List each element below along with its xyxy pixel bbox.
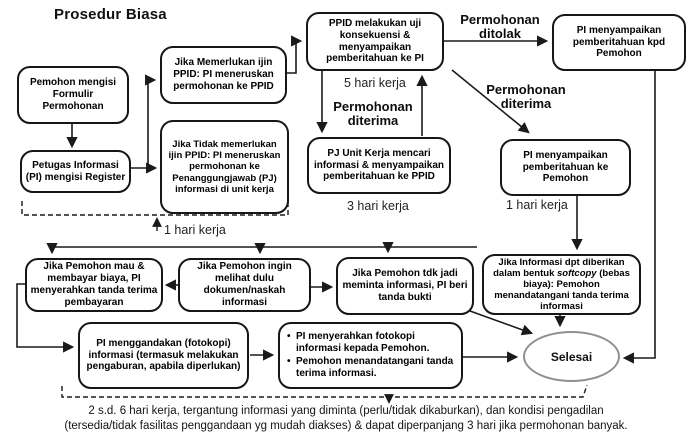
arrow-perlu-ijin-to-ppid-uji xyxy=(286,35,303,74)
duration-label-1-hari-kerja-left: 1 hari kerja xyxy=(164,223,226,237)
serah-bullet-item: Pemohon menandatangani tanda terima info… xyxy=(287,356,456,380)
node-pi-pemberitahuan-ke-pemohon: PI menyampaikan pemberitahuan ke Pemohon xyxy=(500,139,631,196)
edge-label-permohonan-ditolak: Permohonan ditolak xyxy=(460,12,540,42)
node-petugas-register: Petugas Informasi (PI) mengisi Register xyxy=(20,150,131,193)
diagram-title: Prosedur Biasa xyxy=(54,6,167,23)
bracket-satu-hari-kerja xyxy=(21,201,289,216)
node-pi-kpd-pemohon-label: PI menyampaikan pemberitahuan kpd Pemoho… xyxy=(572,24,666,60)
node-ppid-uji-konsekuensi: PPID melakukan uji konsekuensi & menyamp… xyxy=(306,12,444,71)
duration-label-1-hari-kerja-right: 1 hari kerja xyxy=(506,198,568,212)
node-petugas-register-label: Petugas Informasi (PI) mengisi Register xyxy=(25,159,126,183)
node-pj-unit-kerja: PJ Unit Kerja mencari informasi & menyam… xyxy=(307,137,451,194)
node-tidak-perlu-ijin-label: Jika Tidak memerlukan ijin PPID: PI mene… xyxy=(168,138,281,195)
node-pemohon-tdk-jadi-label: Jika Pemohon tdk jadi meminta informasi,… xyxy=(342,268,468,303)
softcopy-text-suffix: (bebas biaya): Pemohon menandatangani ta… xyxy=(494,267,630,313)
arrow-diterima-to-pi-ke-pemohon xyxy=(451,69,530,134)
serah-bullet-item: PI menyerahkan fotokopi informasi kepada… xyxy=(287,331,456,355)
node-selesai: Selesai xyxy=(523,331,620,382)
node-tidak-perlu-ijin-ppid: Jika Tidak memerlukan ijin PPID: PI mene… xyxy=(160,120,289,214)
node-pemohon-formulir-label: Pemohon mengisi Formulir Permohonan xyxy=(29,77,117,112)
node-pemohon-tdk-jadi: Jika Pemohon tdk jadi meminta informasi,… xyxy=(336,257,474,315)
bracket-caption xyxy=(61,384,588,398)
footnote-line-2: (tersedia/tidak fasilitas penggandaan yg… xyxy=(64,420,628,432)
footnote-line-1: 2 s.d. 6 hari kerja, tergantung informas… xyxy=(88,405,604,417)
node-selesai-label: Selesai xyxy=(550,349,593,364)
node-pemohon-melihat-label: Jika Pemohon ingin melihat dulu dokumen/… xyxy=(197,261,292,308)
duration-label-3-hari-kerja: 3 hari kerja xyxy=(347,199,409,213)
node-pi-menyerahkan-fotokopi: PI menyerahkan fotokopi informasi kepada… xyxy=(278,322,463,389)
node-pemohon-melihat-dulu: Jika Pemohon ingin melihat dulu dokumen/… xyxy=(178,258,311,312)
arrow-register-to-perlu-ijin xyxy=(145,74,157,168)
node-pemohon-membayar-label: Jika Pemohon mau & membayar biaya, PI me… xyxy=(30,261,158,308)
node-pi-menggandakan: PI menggandakan (fotokopi) informasi (te… xyxy=(78,322,249,389)
node-pi-ke-pemohon-label: PI menyampaikan pemberitahuan ke Pemohon xyxy=(522,149,609,185)
softcopy-text-prefix: Jika Informasi dpt diberikan dalam bentu… xyxy=(493,256,625,279)
node-pj-unit-kerja-label: PJ Unit Kerja mencari informasi & menyam… xyxy=(313,147,445,183)
duration-label-5-hari-kerja: 5 hari kerja xyxy=(344,76,406,90)
footnote-caption: 2 s.d. 6 hari kerja, tergantung informas… xyxy=(0,404,692,434)
node-pemohon-formulir: Pemohon mengisi Formulir Permohonan xyxy=(17,66,129,124)
node-perlu-ijin-ppid: Jika Memerlukan ijin PPID: PI meneruskan… xyxy=(160,46,287,104)
arrow-pi-kpd-pemohon-to-selesai xyxy=(622,71,656,364)
node-pemohon-membayar: Jika Pemohon mau & membayar biaya, PI me… xyxy=(25,258,163,312)
node-pi-pemberitahuan-kpd-pemohon: PI menyampaikan pemberitahuan kpd Pemoho… xyxy=(552,14,686,71)
arrow-membayar-to-menggandakan xyxy=(16,283,75,353)
arrow-tdk-jadi-to-selesai xyxy=(469,310,534,336)
node-pi-menggandakan-label: PI menggandakan (fotokopi) informasi (te… xyxy=(86,337,241,373)
softcopy-text-italic: softcopy xyxy=(557,267,597,279)
node-informasi-softcopy: Jika Informasi dpt diberikan dalam bentu… xyxy=(482,254,641,315)
edge-label-permohonan-diterima-right: Permohonan diterima xyxy=(486,82,566,112)
node-informasi-softcopy-label: Jika Informasi dpt diberikan dalam bentu… xyxy=(487,257,636,313)
serah-bullet-list: PI menyerahkan fotokopi informasi kepada… xyxy=(283,330,458,380)
node-ppid-uji-label: PPID melakukan uji konsekuensi & menyamp… xyxy=(326,17,424,65)
node-perlu-ijin-label: Jika Memerlukan ijin PPID: PI meneruskan… xyxy=(173,57,274,92)
edge-label-permohonan-diterima-left: Permohonan diterima xyxy=(333,99,413,129)
